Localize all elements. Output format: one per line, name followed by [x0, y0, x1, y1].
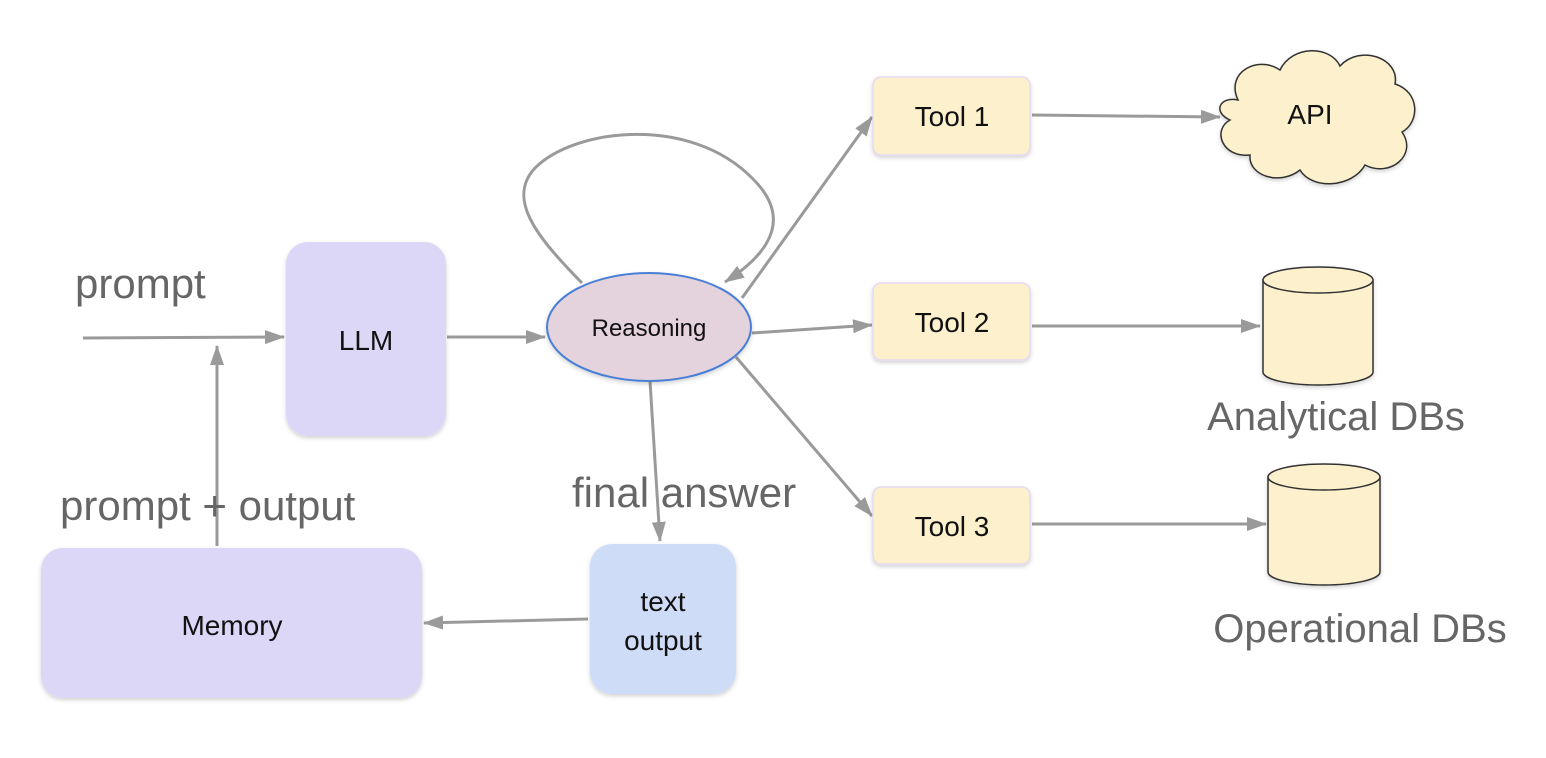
memory-node: Memory — [41, 548, 422, 698]
tool2-node: Tool 2 — [872, 282, 1031, 361]
text-output-label-line1: text — [640, 586, 685, 617]
edge-reasoning-to-tool1 — [740, 116, 874, 299]
tool3-node: Tool 3 — [872, 486, 1031, 565]
memory-label: Memory — [181, 610, 282, 641]
edge-reasoning-to-tool3 — [734, 356, 874, 517]
edge-label-prompt: prompt — [75, 260, 206, 307]
cloud-icon — [1219, 50, 1416, 185]
operational-db-node: Operational DBs — [1213, 463, 1507, 651]
analytical-db-node: Analytical DBs — [1207, 266, 1465, 439]
tool1-node: Tool 1 — [872, 76, 1031, 156]
reasoning-label: Reasoning — [592, 315, 707, 342]
reasoning-node: Reasoning — [546, 272, 752, 382]
edges — [82, 109, 1267, 630]
edge-label-final-answer: final answer — [572, 469, 796, 516]
tool2-label: Tool 2 — [915, 307, 990, 338]
llm-label: LLM — [339, 325, 393, 356]
edge-tool1-to-api — [1031, 109, 1221, 124]
edge-text-output-to-memory — [423, 615, 589, 630]
api-label: API — [1287, 99, 1332, 130]
database-icon — [1262, 266, 1374, 386]
edge-reasoning-to-text-output — [648, 380, 666, 542]
edge-prompt-to-llm — [82, 330, 285, 345]
analytical-db-label: Analytical DBs — [1207, 395, 1465, 439]
operational-db-label: Operational DBs — [1213, 607, 1506, 651]
llm-node: LLM — [286, 242, 446, 436]
tool3-label: Tool 3 — [915, 511, 990, 542]
edge-label-prompt-output: prompt + output — [60, 482, 356, 529]
api-cloud-node: API — [1219, 50, 1416, 185]
edge-reasoning-self-loop — [522, 132, 775, 285]
database-icon — [1267, 463, 1381, 586]
text-output-node: text output — [590, 544, 736, 694]
text-output-label-line2: output — [624, 625, 702, 656]
edge-reasoning-to-tool2 — [751, 319, 873, 335]
tool1-label: Tool 1 — [915, 101, 990, 132]
